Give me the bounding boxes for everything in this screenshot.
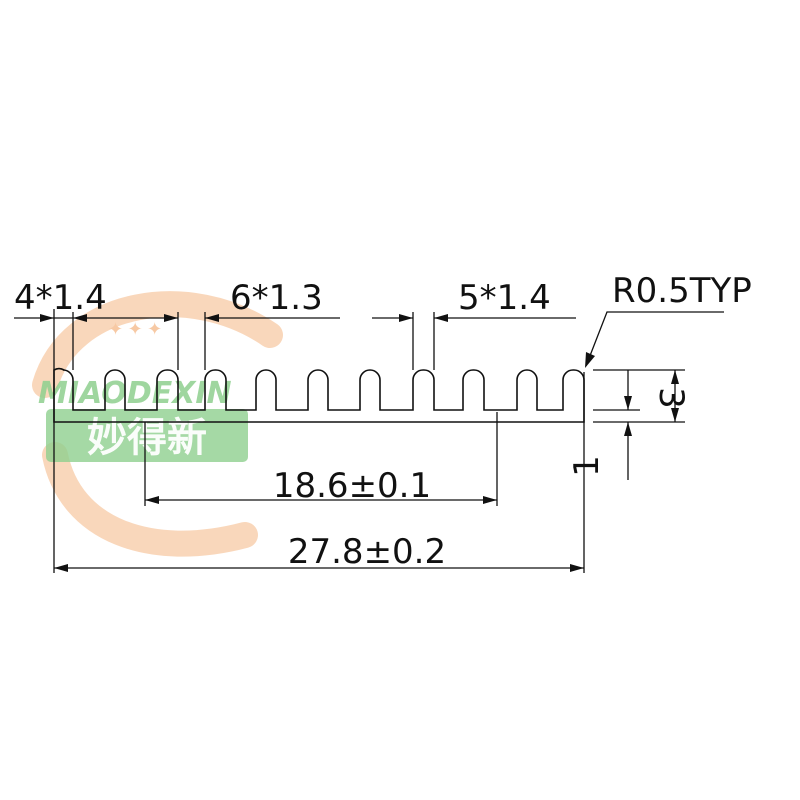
- watermark-star-icon: ✦ ✦ ✦: [108, 319, 162, 339]
- dim-overall-width-label: 27.8±0.2: [288, 532, 446, 572]
- dim-fins-right-label: 5*1.4: [458, 278, 551, 318]
- dim-base-thickness: 1: [567, 370, 632, 480]
- dim-fin-height-label: 3: [651, 387, 691, 409]
- dim-fins-left: 4*1.4: [14, 278, 178, 322]
- dim-base-thickness-label: 1: [567, 455, 607, 477]
- dim-fins-middle-label: 6*1.3: [230, 278, 323, 318]
- dim-inner-width-label: 18.6±0.1: [273, 466, 431, 506]
- dim-fin-height: 3: [651, 370, 691, 422]
- watermark-ring-bottom: [42, 442, 258, 557]
- extension-lines: [53, 309, 685, 573]
- dim-inner-width: 18.6±0.1: [145, 466, 497, 506]
- watermark-brand-latin: MIAODEXIN: [38, 376, 232, 411]
- dim-radius: R0.5TYP: [585, 271, 752, 368]
- dim-fins-left-label: 4*1.4: [14, 278, 107, 318]
- dim-fins-middle: 6*1.3: [205, 278, 340, 322]
- dim-radius-label: R0.5TYP: [612, 271, 752, 311]
- heatsink-profile: [53, 367, 585, 423]
- dim-overall-width: 27.8±0.2: [54, 532, 584, 572]
- dim-fins-right: 5*1.4: [372, 278, 576, 322]
